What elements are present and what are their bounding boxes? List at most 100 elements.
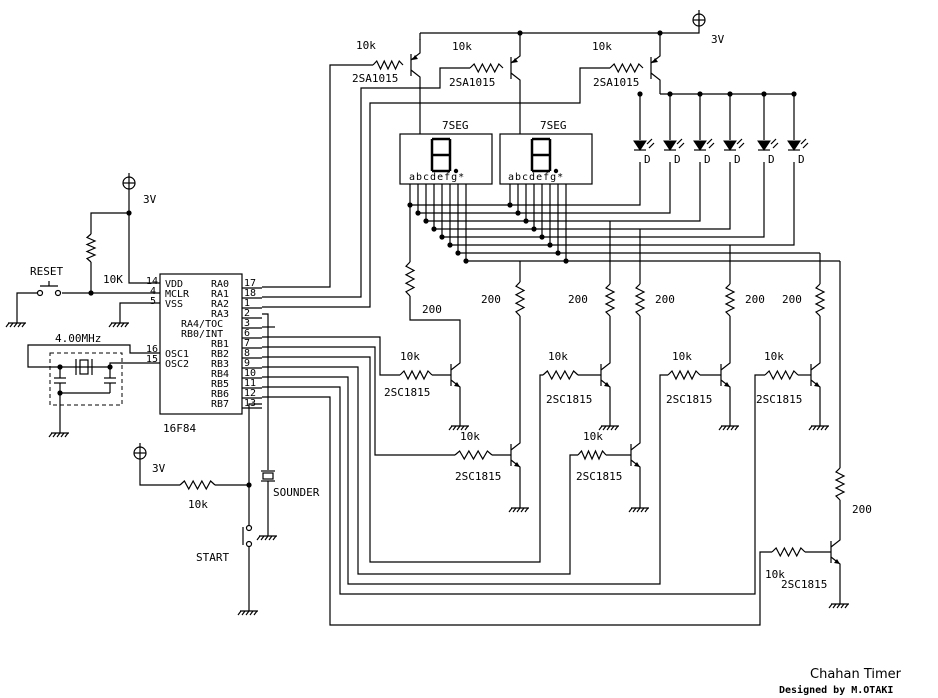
- ground-hatch: [816, 425, 821, 431]
- resistor-zigzag: [634, 283, 646, 317]
- ground-hatch: [628, 507, 633, 513]
- resistor: [814, 283, 826, 317]
- mcu-pin-num: 5: [150, 296, 156, 307]
- rb6-wire: [262, 374, 765, 595]
- sounder-wire: [262, 313, 269, 470]
- ra2-wire: [262, 67, 610, 308]
- led: [787, 138, 809, 151]
- resistor-label: 10k: [452, 40, 472, 53]
- led-label: D: [644, 153, 651, 166]
- led-label: D: [704, 153, 711, 166]
- transistor-arrow: [834, 559, 840, 564]
- start-switch-contact: [245, 540, 253, 548]
- seven-segment-display: [399, 133, 493, 185]
- supply-label-start: 3V: [152, 462, 166, 475]
- resistor-label: 200: [745, 293, 765, 306]
- display-body: [499, 133, 593, 185]
- ra1-wire: [262, 67, 470, 298]
- ground-symbol: [828, 596, 849, 609]
- resistor-zigzag: [514, 281, 526, 317]
- ground-hatch: [124, 322, 129, 328]
- resistor: [834, 467, 846, 501]
- ground-hatch: [253, 610, 258, 616]
- reset-pullup-wire: [90, 212, 129, 234]
- vss-wire: [119, 302, 140, 315]
- transistor-emitter: [830, 556, 841, 572]
- reset-label: RESET: [30, 265, 63, 278]
- rb5-wire: [262, 374, 668, 585]
- resistor: [667, 369, 701, 381]
- supply-terminal: [133, 443, 147, 460]
- junction-dot: [126, 210, 132, 216]
- resistor: [771, 546, 806, 558]
- mcu-pin-name: VSS: [165, 299, 183, 310]
- led-ray: [708, 142, 715, 149]
- display-body: [399, 133, 493, 185]
- ground-hatch: [237, 610, 242, 616]
- display-label: 7SEG: [540, 119, 567, 132]
- segment-drive-wire: [409, 296, 461, 355]
- ground-hatch: [241, 610, 246, 616]
- led-ray: [676, 138, 683, 145]
- mcu-pin-name: RB2: [211, 349, 229, 360]
- mcu-pin-name: MCLR: [165, 289, 190, 300]
- ground-hatch: [256, 535, 261, 541]
- ground-hatch: [17, 322, 22, 328]
- transistor-arrow: [634, 462, 640, 467]
- ground-hatch: [464, 425, 469, 431]
- mcu-pin-name: RA1: [211, 289, 229, 300]
- mcu-pin-name: RA2: [211, 299, 229, 310]
- led-triangle: [693, 140, 707, 151]
- start-input-wire: [248, 403, 262, 525]
- ground-hatch: [520, 507, 525, 513]
- transistor-collector: [720, 355, 731, 371]
- mcu-pin-num: 6: [244, 328, 250, 339]
- segment-bus: [450, 162, 795, 246]
- led-label: D: [674, 153, 681, 166]
- rb2-wire: [262, 346, 455, 456]
- led-ray: [738, 142, 745, 149]
- crystal-label: 4.00MHz: [55, 332, 101, 345]
- resistor-label: 10k: [356, 39, 376, 52]
- resistor-label: 200: [422, 303, 442, 316]
- transistor-collector: [450, 355, 461, 371]
- transistor-emitter: [510, 459, 521, 475]
- led: [723, 138, 745, 151]
- rb7-wire: [262, 396, 772, 626]
- led-ray: [648, 142, 655, 149]
- resistor: [609, 62, 644, 74]
- transistor-label: 2SC1815: [384, 386, 430, 399]
- transistor-collector: [510, 72, 521, 94]
- npn-transistor: [830, 532, 841, 572]
- npn-transistor: [510, 435, 521, 475]
- ground-hatch: [808, 425, 813, 431]
- display-dp: [453, 168, 459, 174]
- resistor-label: 10k: [460, 430, 480, 443]
- mcu-pin-name: RB1: [211, 339, 229, 350]
- ground-hatch: [636, 507, 641, 513]
- transistor-collector: [650, 72, 661, 94]
- led-ray: [800, 138, 807, 145]
- mcu-body: [159, 273, 243, 415]
- npn-transistor: [450, 355, 461, 395]
- transistor-arrow: [652, 58, 658, 63]
- resistor: [634, 283, 646, 317]
- seven-segment-display: [499, 133, 593, 185]
- mcu-pin-name: VDD: [165, 279, 183, 290]
- transistor-label: 2SC1815: [666, 393, 712, 406]
- resistor-label: 10k: [765, 568, 785, 581]
- resistor-zigzag: [771, 546, 806, 558]
- resistor-zigzag: [85, 233, 97, 263]
- pnp-transistor: [510, 42, 521, 94]
- ground-hatch: [606, 425, 611, 431]
- ground-hatch: [836, 603, 841, 609]
- transistor-emitter: [600, 379, 611, 395]
- segment-bus: [410, 162, 641, 206]
- ground-hatch: [730, 425, 735, 431]
- led-ray: [736, 138, 743, 145]
- mcu-pin-num: 13: [244, 398, 256, 409]
- rb1-wire: [262, 336, 400, 376]
- footer-title: Chahan Timer: [810, 667, 902, 682]
- ground-hatch: [9, 322, 14, 328]
